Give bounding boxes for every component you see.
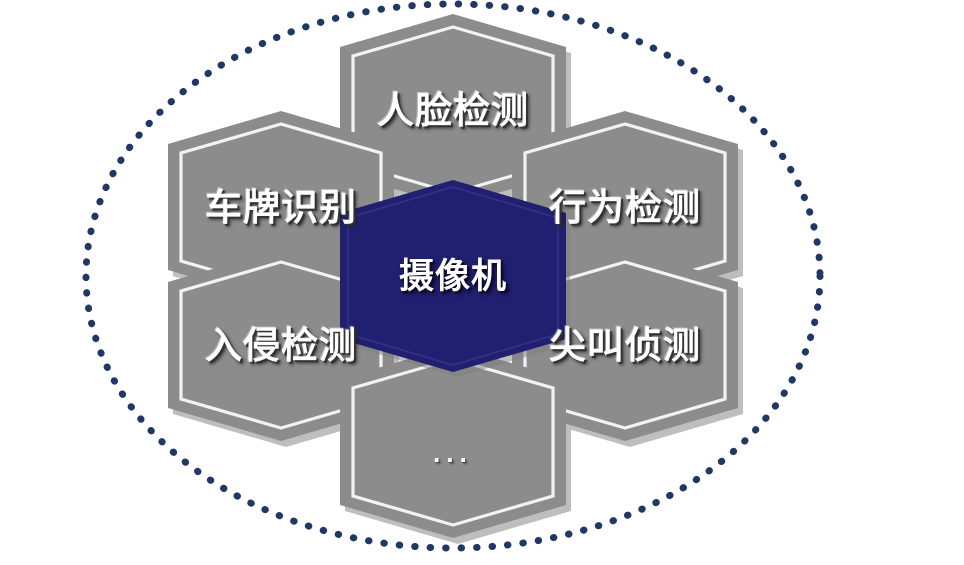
hexagon-label-face-detection: 人脸检测 — [377, 90, 529, 131]
hexagon-label-plate-recognition: 车牌识别 — [205, 187, 357, 228]
hexagon-label-more-items: ... — [433, 438, 473, 468]
ellipse-outline — [82, 0, 824, 552]
hexagon-label-intrusion-detection: 入侵检测 — [205, 325, 357, 366]
hexagon-label-scream-detection: 尖叫侦测 — [549, 325, 701, 366]
hexagon-label-camera-center: 摄像机 — [398, 257, 507, 296]
hexagon-label-behavior-detection: 行为检测 — [549, 187, 701, 228]
